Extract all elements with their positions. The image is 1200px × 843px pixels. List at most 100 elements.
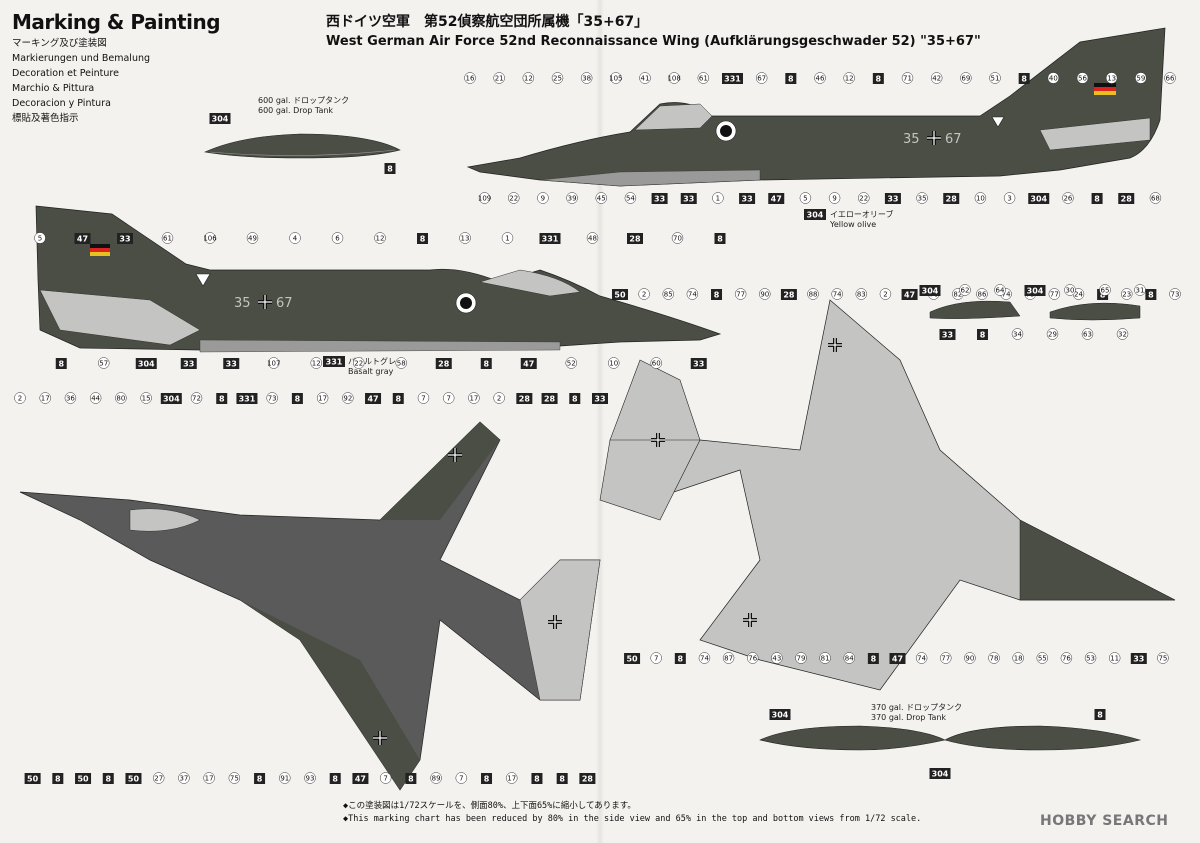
callout-box (680, 193, 697, 204)
callout-number: 46 (816, 75, 825, 83)
callout-number: 2 (642, 291, 646, 299)
callout-number: 13 (1107, 75, 1116, 83)
callout-box (117, 233, 133, 244)
callout-label: 8 (257, 775, 263, 784)
callout-number: 24 (1074, 291, 1083, 299)
drop-tank-370-jp: 370 gal. ドロップタンク (871, 703, 963, 712)
callout-circle (650, 652, 662, 664)
callout-box (1018, 73, 1030, 84)
callout-circle (697, 72, 710, 84)
callout-number: 62 (961, 287, 970, 295)
callout-box (1118, 193, 1135, 204)
callout-box (392, 393, 404, 404)
callout-circle (624, 192, 637, 204)
callout-number: 18 (1014, 655, 1023, 663)
callout-circle (395, 357, 407, 369)
callout-label: 8 (559, 775, 565, 784)
callout-circle (565, 357, 577, 369)
callout-circle (1012, 652, 1024, 664)
callout-box (901, 289, 918, 300)
callout-circle (610, 72, 622, 84)
callout-circle (1108, 652, 1121, 664)
callout-number: 54 (626, 195, 635, 203)
callout-label: 28 (519, 395, 531, 404)
callout-label: 28 (438, 360, 450, 369)
callout-label: 8 (534, 775, 540, 784)
callout-circle (508, 192, 520, 204)
callout-number: 32 (1118, 331, 1127, 339)
callout-circle (1120, 288, 1133, 300)
callout-circle (493, 392, 505, 404)
callout-label: 8 (105, 775, 111, 784)
callout-number: 7 (383, 775, 387, 783)
callout-circle (14, 392, 26, 404)
callout-circle (1157, 652, 1169, 664)
callout-box (674, 653, 686, 664)
callout-box (624, 653, 641, 664)
callout-number: 69 (961, 75, 970, 83)
callout-number: 66 (1166, 75, 1175, 83)
callout-box (889, 653, 906, 664)
callout-number: 1 (505, 235, 509, 243)
callout-label: 33 (683, 195, 694, 204)
callout-circle (989, 72, 1001, 84)
callout-label: 331 (724, 75, 741, 84)
heading-line: Decoration et Peinture (12, 68, 119, 79)
callout-label: 8 (1148, 291, 1154, 300)
callout-circle (959, 284, 971, 296)
callout-number: 64 (996, 287, 1005, 295)
callout-circle (639, 72, 651, 84)
callout-number: 74 (688, 291, 697, 299)
callout-number: 31 (1136, 287, 1145, 295)
callout-circle (316, 392, 329, 404)
drop-tank-600-en: 600 gal. Drop Tank (258, 106, 334, 115)
yellow-olive-label: イエローオリーブ Yellow olive (830, 210, 893, 230)
callout-number: 74 (833, 291, 842, 299)
callout-circle (916, 192, 928, 204)
callout-circle (417, 392, 430, 404)
heading-languages: マーキング及び塗装図 Markierungen und Bemalung Dec… (12, 36, 220, 126)
callout-box (405, 773, 417, 784)
callout-circle (1116, 328, 1129, 340)
callout-circle (755, 72, 768, 84)
callout-circle (668, 72, 680, 84)
callout-circle (455, 772, 468, 784)
callout-number: 34 (1013, 331, 1022, 339)
callout-circle (671, 232, 684, 244)
callout-circle (331, 232, 344, 244)
marking-heading: Marking & Painting マーキング及び塗装図 Markierung… (12, 10, 221, 126)
callout-number: 35 (918, 195, 927, 203)
callout-circle (807, 288, 819, 300)
bottom-view (599, 299, 1176, 691)
callout-number: 5 (38, 235, 42, 243)
yellow-olive-en: Yellow olive (830, 220, 877, 229)
callout-circle (501, 232, 514, 244)
callout-circle (140, 392, 152, 404)
callout-label: 8 (55, 775, 61, 784)
callout-label: 304 (932, 770, 949, 779)
callout-circle (310, 357, 322, 369)
callout-label: 8 (714, 291, 720, 300)
callout-number: 12 (845, 75, 854, 83)
callout-circle (843, 72, 855, 84)
heading-line: Markierungen und Bemalung (12, 53, 151, 64)
callout-number: 10 (609, 360, 618, 368)
callout-circle (759, 288, 771, 300)
drop-tank-370-label: 370 gal. ドロップタンク 370 gal. Drop Tank (871, 703, 962, 723)
callout-circle (178, 772, 190, 784)
callout-circle (1060, 652, 1073, 664)
callout-label: 50 (128, 775, 140, 784)
callout-circle (152, 772, 165, 784)
callout-number: 87 (724, 655, 733, 663)
callout-number: 12 (524, 75, 533, 83)
callout-box (531, 773, 543, 784)
callout-circle (190, 392, 203, 404)
callout-label: 304 (1027, 287, 1044, 296)
callout-box (223, 358, 240, 369)
callout-label: 33 (654, 195, 665, 204)
callout-number: 82 (953, 291, 962, 299)
callout-circle (537, 192, 549, 204)
callout-circle (115, 392, 127, 404)
callout-label: 8 (420, 235, 426, 244)
callout-label: 8 (678, 655, 684, 664)
